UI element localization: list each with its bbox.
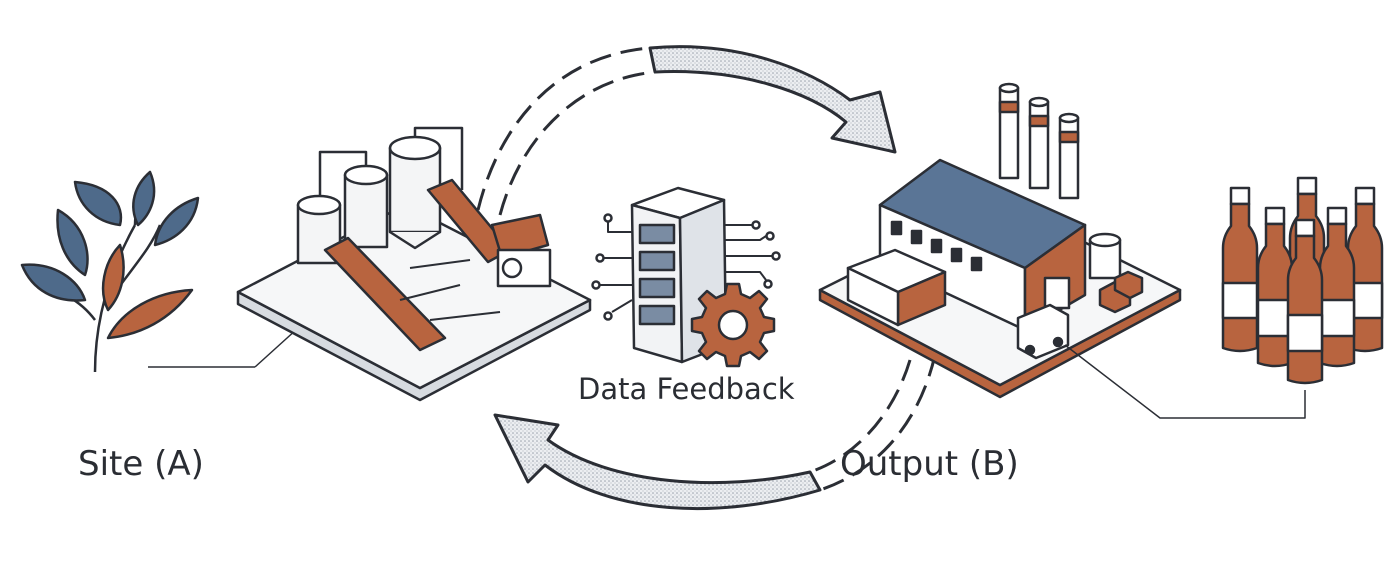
data-feedback-label: Data Feedback: [578, 372, 795, 406]
output-label: Output (B): [840, 444, 1019, 484]
top-loop-arrow: [476, 45, 897, 216]
bottles-icon: [1221, 176, 1384, 385]
processing-plant-icon: [236, 126, 592, 402]
factory-icon: [818, 82, 1306, 419]
tea-plant-icon: [20, 170, 319, 373]
server-gear-icon: [591, 186, 781, 368]
site-label: Site (A): [78, 444, 204, 484]
bottom-loop-arrow: [493, 354, 937, 511]
